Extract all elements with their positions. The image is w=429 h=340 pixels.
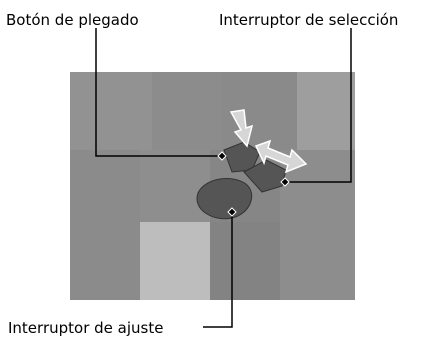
select-switch-label: Interruptor de selección xyxy=(219,11,398,29)
select-switch-marker xyxy=(280,177,290,187)
device-photo xyxy=(70,72,355,300)
press-arrow-icon xyxy=(229,109,254,148)
adjust-switch-marker xyxy=(227,207,237,217)
device-parts xyxy=(196,141,287,220)
fold-button-leader xyxy=(95,28,218,157)
adjust-switch xyxy=(196,177,253,220)
adjust-switch-leader xyxy=(203,212,233,328)
select-switch xyxy=(243,159,287,193)
adjust-switch-label: Interruptor de ajuste xyxy=(8,319,163,337)
leader-lines xyxy=(95,28,352,328)
slide-arrow-icon xyxy=(254,139,308,174)
fold-button-marker xyxy=(217,151,227,161)
fold-button xyxy=(223,141,261,173)
select-switch-leader xyxy=(289,28,352,183)
leader-markers xyxy=(217,151,290,217)
fold-button-label: Botón de plegado xyxy=(6,11,139,29)
